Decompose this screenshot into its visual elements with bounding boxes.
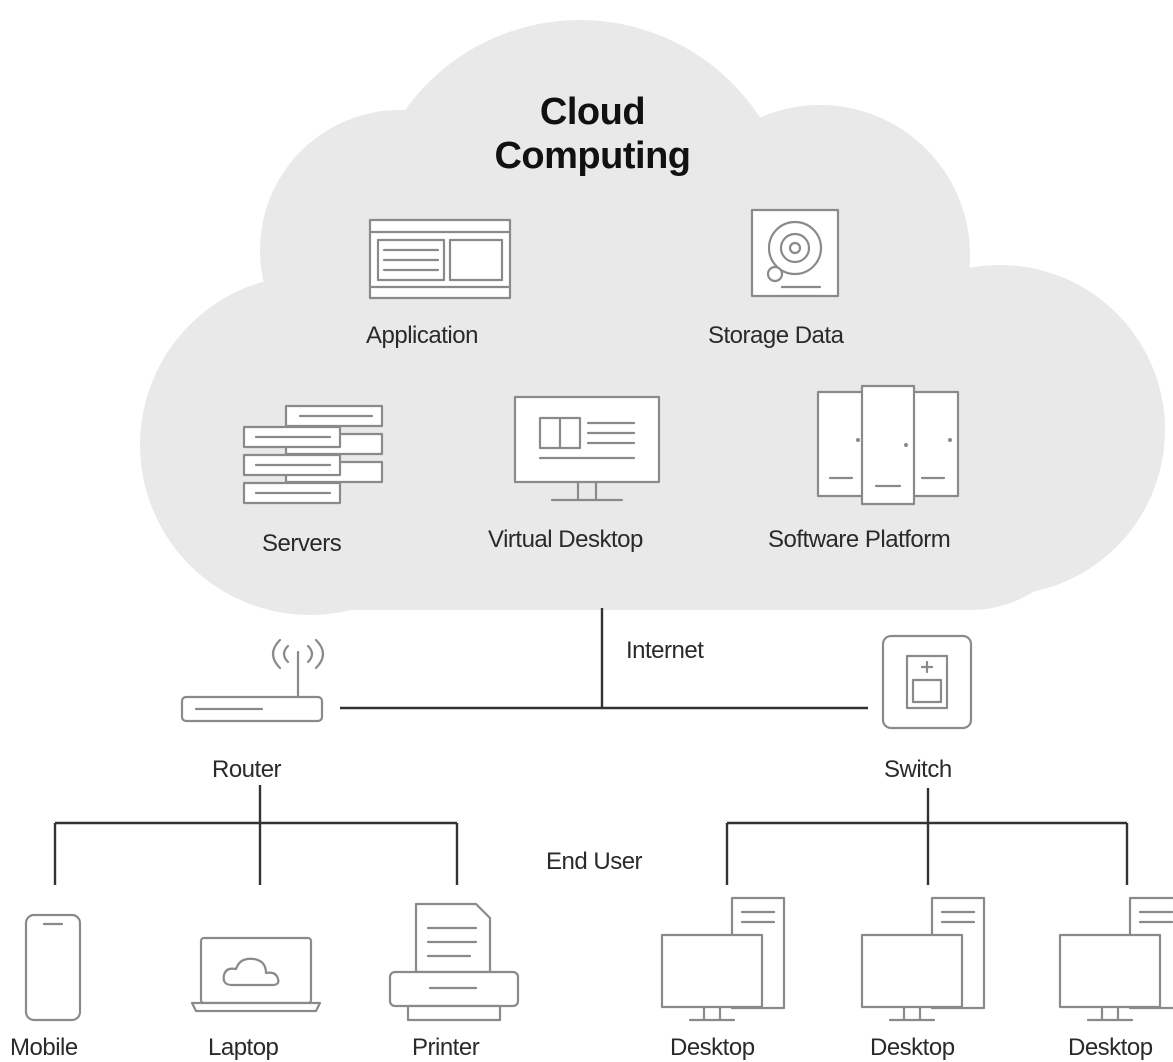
switch-icon [881,634,973,730]
end-user-label: End User [546,848,643,875]
desktop-computer-icon [660,896,786,1022]
internet-label: Internet [626,637,704,664]
cloud-title-line1: Cloud [539,91,646,133]
device-label-mobile: Mobile [10,1034,78,1061]
connection-lines [53,608,1129,885]
hard-drive-icon [750,208,840,298]
monitor-icon [513,395,661,502]
service-label-storage-data: Storage Data [708,322,844,349]
device-label-desktop-1: Desktop [670,1034,755,1061]
router-label: Router [212,756,282,783]
cloud-title-line2: Computing [494,135,691,177]
server-towers-icon [816,384,960,506]
laptop-cloud-icon [190,936,322,1013]
device-label-desktop-3: Desktop [1068,1034,1153,1061]
device-label-printer: Printer [412,1034,480,1061]
printer-icon [388,902,520,1022]
service-label-virtual-desktop: Virtual Desktop [488,526,643,553]
desktop-computer-icon [860,896,986,1022]
service-label-servers: Servers [262,530,342,557]
cloud-title: Cloud Computing [460,90,725,178]
router-icon [180,638,325,723]
application-window-icon [368,218,512,300]
server-stack-icon [242,404,384,505]
desktop-computer-icon [1058,896,1173,1022]
device-label-desktop-2: Desktop [870,1034,955,1061]
desktop-group [660,896,1173,1022]
service-label-software-platform: Software Platform [768,526,951,553]
device-label-laptop: Laptop [208,1034,279,1061]
switch-label: Switch [884,756,952,783]
service-label-application: Application [366,322,478,349]
mobile-phone-icon [24,913,82,1022]
